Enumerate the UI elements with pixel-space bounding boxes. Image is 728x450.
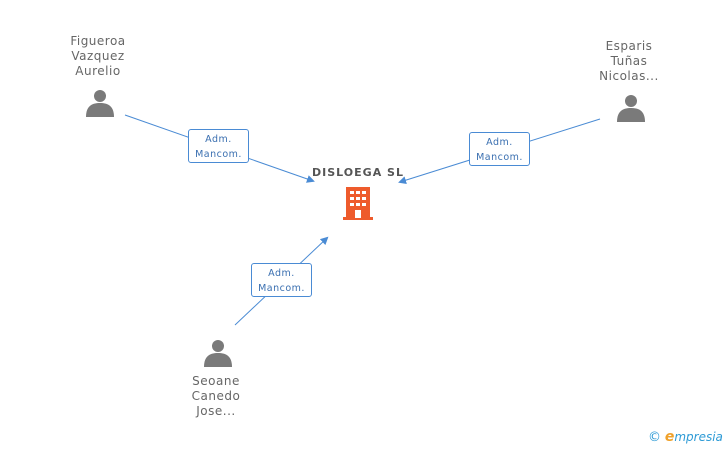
role-line: Adm.: [205, 134, 232, 145]
role-line: Mancom.: [195, 149, 242, 160]
person-name-line: Figueroa: [70, 34, 126, 48]
person-name-line: Jose...: [196, 404, 236, 418]
person-name-line: Esparis: [605, 39, 653, 53]
brand-text: mpresia: [674, 430, 723, 444]
brand-logo: © empresia: [648, 429, 723, 445]
person-name-p2[interactable]: Esparis Tuñas Nicolas...: [569, 39, 689, 84]
person-name-p3[interactable]: Seoane Canedo Jose...: [156, 374, 276, 419]
role-line: Adm.: [268, 268, 295, 279]
brand-e-letter: e: [664, 429, 675, 445]
role-line: Mancom.: [476, 152, 523, 163]
role-line: Adm.: [486, 137, 513, 148]
person-icon[interactable]: [204, 340, 232, 367]
copyright-symbol: ©: [648, 430, 661, 445]
person-name-p1[interactable]: Figueroa Vazquez Aurelio: [38, 34, 158, 79]
building-icon[interactable]: [343, 187, 373, 220]
person-name-line: Tuñas: [610, 54, 648, 68]
person-name-line: Nicolas...: [599, 69, 659, 83]
role-line: Mancom.: [258, 283, 305, 294]
role-box-p2: Adm. Mancom.: [469, 132, 530, 166]
person-name-line: Canedo: [191, 389, 241, 403]
role-box-p1: Adm. Mancom.: [188, 129, 249, 163]
person-icon[interactable]: [86, 90, 114, 117]
person-icon[interactable]: [617, 95, 645, 122]
company-name[interactable]: DISLOEGA SL: [312, 166, 404, 179]
person-name-line: Vazquez: [71, 49, 125, 63]
role-box-p3: Adm. Mancom.: [251, 263, 312, 297]
person-name-line: Aurelio: [75, 64, 121, 78]
person-name-line: Seoane: [192, 374, 240, 388]
